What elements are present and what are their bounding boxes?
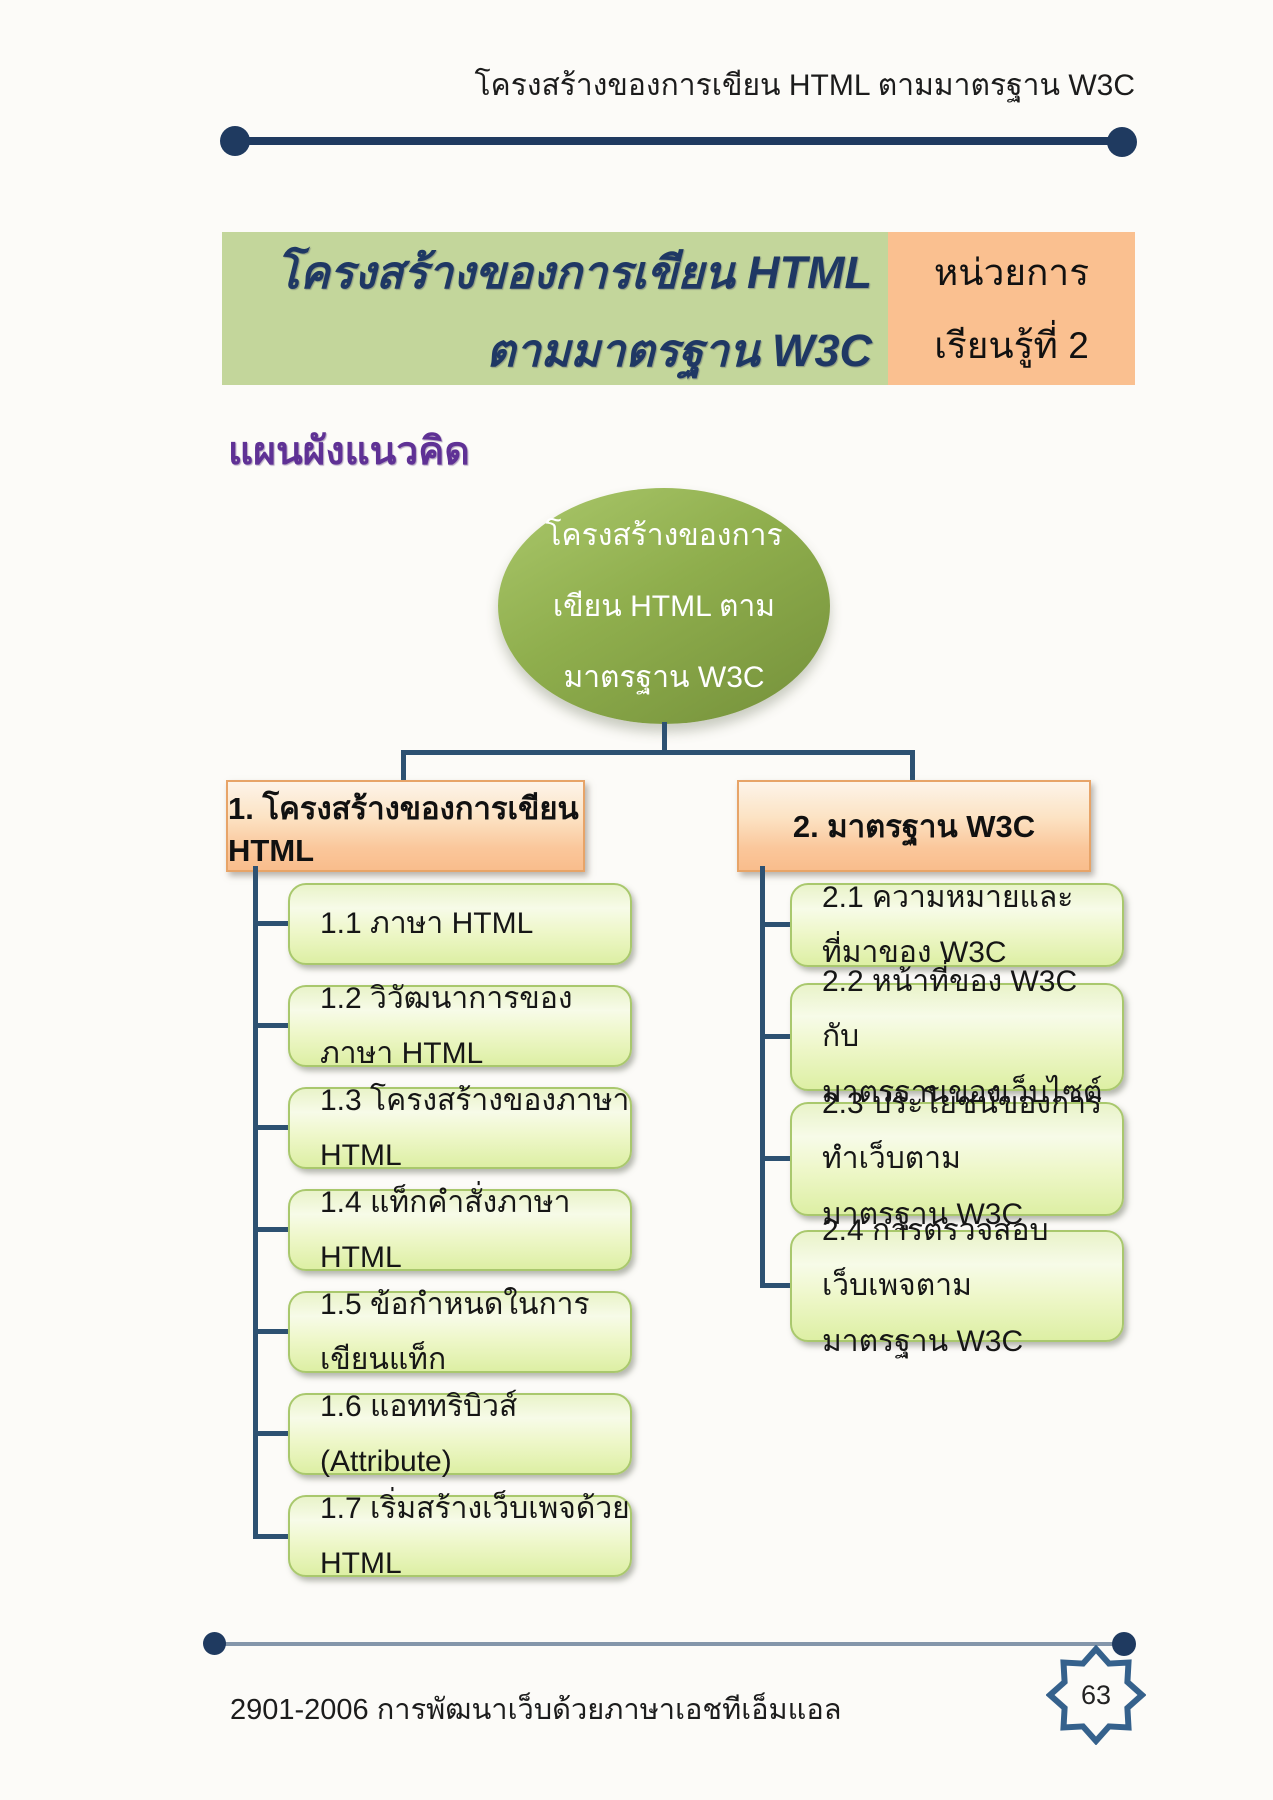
banner-title-line2: ตามมาตรฐาน W3C [486, 325, 872, 376]
divider-dot-icon [1107, 127, 1137, 157]
unit-label-line1: หน่วยการ [933, 251, 1090, 293]
topic-item-1-5: 1.5 ข้อกำหนดในการเขียนแท็ก [288, 1288, 632, 1376]
star-icon [1046, 1645, 1146, 1745]
page-header-title: โครงสร้างของการเขียน HTML ตามมาตรฐาน W3C [474, 69, 1135, 102]
topic-item-2-1: 2.1 ความหมายและที่มาของ W3C [790, 881, 1124, 969]
topic-item-2-4: 2.4 การตรวจสอบเว็บเพจตาม มาตรฐาน W3C [790, 1214, 1124, 1358]
topic-item-1-1: 1.1 ภาษา HTML [288, 883, 632, 965]
title-banner: โครงสร้างของการเขียน HTML โครงสร้างของกา… [222, 232, 1135, 385]
bottom-divider-line [214, 1642, 1124, 1646]
connector-stub [253, 1023, 290, 1028]
connector-root-stem [662, 722, 667, 754]
unit-label-area: หน่วยการ เรียนรู้ที่ 2 [888, 232, 1135, 385]
connector-stub [253, 1534, 290, 1539]
unit-label-line2: เรียนรู้ที่ 2 [934, 324, 1089, 366]
root-node-line2: เขียน HTML ตาม [552, 589, 776, 623]
divider-dot-icon [203, 1632, 226, 1655]
topic-item-1-4: 1.4 แท็กคำสั่งภาษา HTML [288, 1186, 632, 1274]
page-number: 63 [1081, 1680, 1111, 1710]
connector-stub [253, 1125, 290, 1130]
connector-branch2-drop [910, 750, 915, 780]
section-heading-wrap: แผนผังแนวคิด แผนผังแนวคิด [228, 420, 470, 500]
section-heading-reflection: แผนผังแนวคิด [228, 482, 470, 500]
connector-stub [253, 1431, 290, 1436]
root-node-line1: โครงสร้างของการ [545, 518, 783, 552]
topic-item-1-3: 1.3 โครงสร้างของภาษา HTML [288, 1084, 632, 1172]
page-number-badge: 63 [1046, 1645, 1146, 1745]
connector-branch1-drop [401, 750, 406, 780]
banner-title-line1: โครงสร้างของการเขียน HTML [275, 247, 872, 298]
topic-item-2-3: 2.3 ประโยชน์ของการทำเว็บตาม มาตรฐาน W3C [790, 1087, 1124, 1231]
divider-dot-icon [1112, 1632, 1136, 1656]
branch-box-1: 1. โครงสร้างของการเขียน HTML [226, 780, 585, 872]
topic-item-1-2: 1.2 วิวัฒนาการของภาษา HTML [288, 982, 632, 1070]
root-node: โครงสร้างของการ เขียน HTML ตาม มาตรฐาน W… [498, 488, 830, 724]
top-divider-line [233, 137, 1125, 145]
root-node-line3: มาตรฐาน W3C [563, 660, 765, 694]
connector-rail-left [253, 866, 258, 1539]
connector-stub [760, 1156, 790, 1161]
connector-stub [760, 1034, 790, 1039]
topic-item-1-6: 1.6 แอททริบิวส์ (Attribute) [288, 1390, 632, 1478]
branch-box-2: 2. มาตรฐาน W3C [737, 780, 1091, 872]
connector-horizontal [401, 750, 915, 755]
connector-stub [253, 1227, 290, 1232]
connector-stub [253, 921, 290, 926]
connector-stub [253, 1329, 290, 1334]
banner-title-area: โครงสร้างของการเขียน HTML โครงสร้างของกา… [222, 232, 888, 385]
connector-rail-right [760, 866, 765, 1288]
connector-stub [760, 1283, 790, 1288]
section-heading: แผนผังแนวคิด [228, 430, 470, 473]
divider-dot-icon [220, 126, 250, 156]
connector-stub [760, 922, 790, 927]
topic-item-1-7: 1.7 เริ่มสร้างเว็บเพจด้วย HTML [288, 1492, 632, 1580]
footer-course-text: 2901-2006 การพัฒนาเว็บด้วยภาษาเอชทีเอ็มแ… [230, 1694, 842, 1726]
